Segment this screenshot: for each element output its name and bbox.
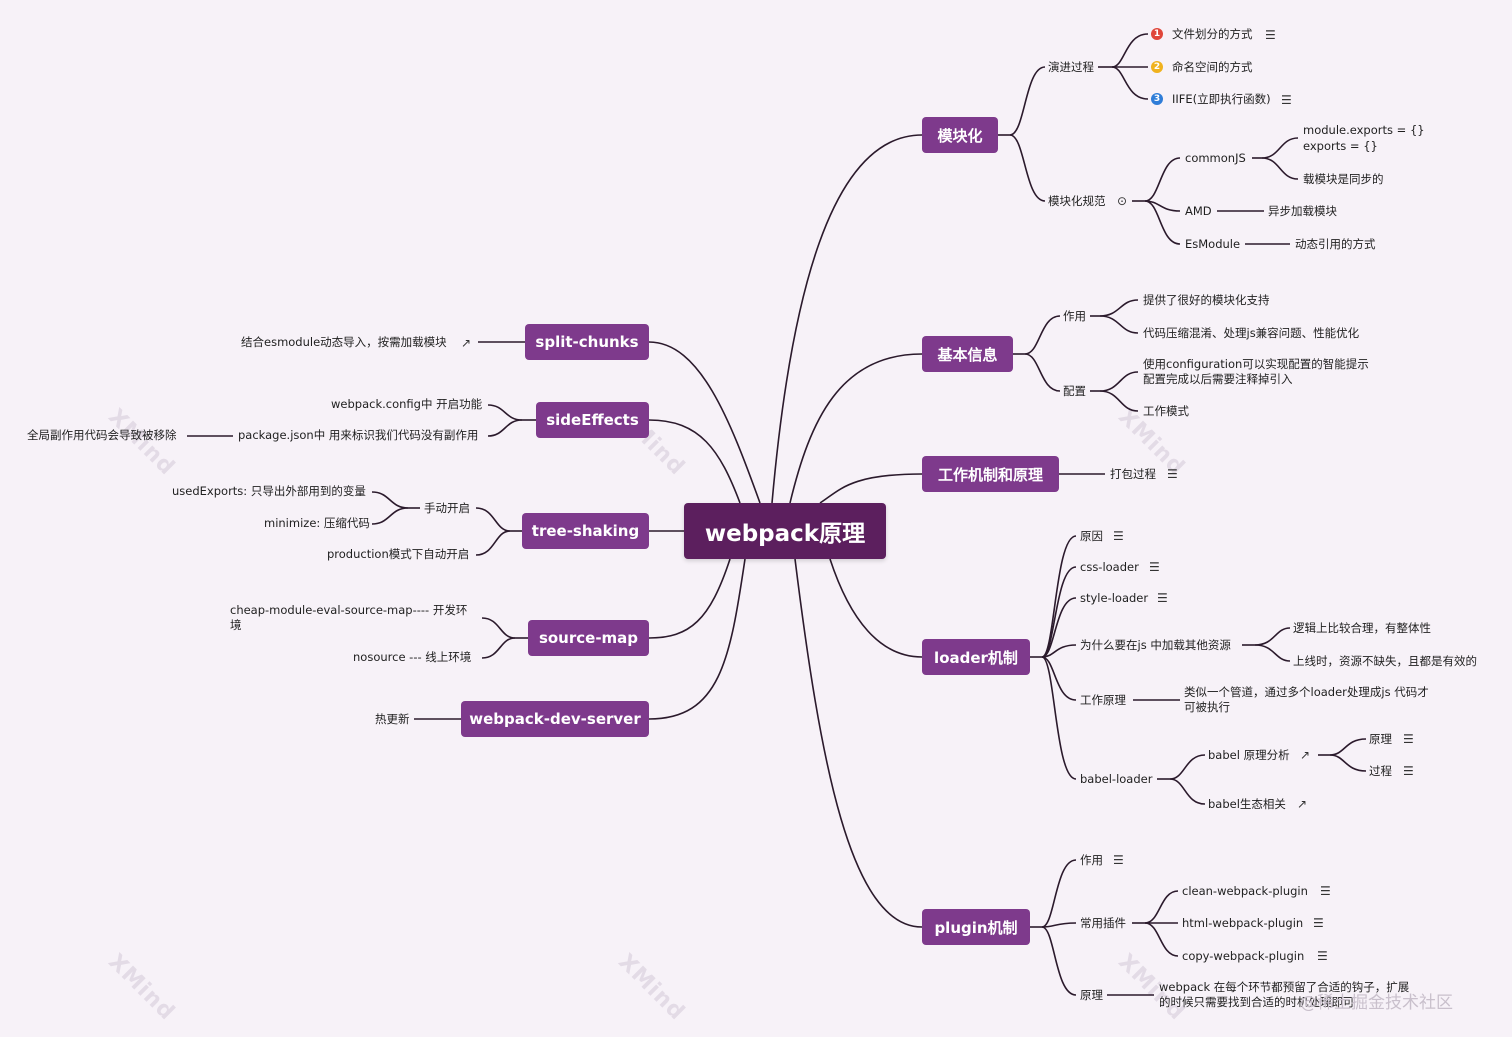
notes-icon[interactable]: ☰	[1403, 764, 1414, 778]
notes-icon[interactable]: ☰	[1113, 529, 1124, 543]
topic-plugin-role[interactable]: 作用	[1080, 853, 1103, 867]
topic-style-loader[interactable]: style-loader	[1080, 591, 1149, 605]
notes-icon[interactable]: ☰	[1313, 916, 1324, 930]
topic-plugin-principle[interactable]: 原理	[1080, 988, 1103, 1002]
topic-hot-reload[interactable]: 热更新	[375, 712, 410, 726]
topic-config-2[interactable]: 工作模式	[1143, 404, 1189, 418]
branch-basic-info[interactable]: 基本信息	[922, 336, 1013, 372]
topic-evolution[interactable]: 演进过程	[1048, 60, 1094, 74]
topic-sourcemap-dev-b[interactable]: 境	[230, 618, 242, 632]
topic-evolution-3[interactable]: IIFE(立即执行函数)	[1172, 92, 1271, 106]
notes-icon[interactable]: ☰	[1149, 560, 1160, 574]
topic-html-plugin[interactable]: html-webpack-plugin	[1182, 916, 1304, 930]
topic-tree-used-exports[interactable]: usedExports: 只导出外部用到的变量	[172, 484, 366, 498]
branch-source-map[interactable]: source-map	[528, 620, 649, 656]
topic-work-1a[interactable]: 类似一个管道，通过多个loader处理成js 代码才	[1184, 685, 1429, 699]
topic-config-1a[interactable]: 使用configuration可以实现配置的智能提示	[1143, 357, 1369, 371]
topic-commonjs[interactable]: commonJS	[1185, 151, 1246, 165]
topic-amd-async[interactable]: 异步加载模块	[1268, 204, 1337, 218]
topic-sourcemap-prod[interactable]: nosource --- 线上环境	[353, 650, 472, 664]
branch-dev-server[interactable]: webpack-dev-server	[461, 701, 649, 737]
footer-credit: @稀土掘金技术社区	[1300, 993, 1453, 1013]
topic-common-plugins[interactable]: 常用插件	[1080, 916, 1126, 930]
topic-tree-manual[interactable]: 手动开启	[424, 501, 470, 515]
topic-babel-loader[interactable]: babel-loader	[1080, 772, 1153, 786]
notes-icon[interactable]: ☰	[1320, 884, 1331, 898]
topic-css-loader[interactable]: css-loader	[1080, 560, 1139, 574]
topic-role-2[interactable]: 代码压缩混淆、处理js兼容问题、性能优化	[1143, 326, 1360, 340]
external-link-icon[interactable]: ↗	[1300, 748, 1311, 762]
topic-config-1b[interactable]: 配置完成以后需要注释掉引入	[1143, 372, 1293, 386]
topic-side-2[interactable]: package.json中 用来标识我们代码没有副作用	[238, 428, 479, 442]
topic-reason[interactable]: 原因	[1080, 529, 1103, 543]
topic-babel-process[interactable]: 过程	[1369, 764, 1392, 778]
topic-why-2[interactable]: 上线时，资源不缺失，且都是有效的	[1293, 654, 1477, 668]
external-link-icon[interactable]: ↗	[1297, 797, 1308, 811]
notes-icon[interactable]: ☰	[1281, 93, 1292, 107]
topic-split-1[interactable]: 结合esmodule动态导入，按需加载模块	[241, 335, 447, 349]
notes-icon[interactable]: ☰	[1403, 732, 1414, 746]
topic-evolution-2[interactable]: 命名空间的方式	[1172, 60, 1253, 74]
notes-icon[interactable]: ☰	[1167, 467, 1178, 481]
branch-loader[interactable]: loader机制	[922, 639, 1030, 675]
topic-esm-dynamic[interactable]: 动态引用的方式	[1295, 237, 1376, 251]
topic-why-1[interactable]: 逻辑上比较合理，有整体性	[1293, 621, 1431, 635]
topic-work-principle[interactable]: 工作原理	[1080, 693, 1126, 707]
topic-cjs-exports-a[interactable]: module.exports = {}	[1303, 123, 1425, 137]
topic-plugin-principle-1a[interactable]: webpack 在每个环节都预留了合适的钩子，扩展	[1159, 980, 1410, 994]
notes-icon[interactable]: ☰	[1113, 853, 1124, 867]
topic-module-spec[interactable]: 模块化规范	[1048, 194, 1106, 208]
topic-tree-minimize[interactable]: minimize: 压缩代码	[264, 516, 370, 530]
root-topic[interactable]: webpack原理	[684, 503, 886, 559]
priority-2-icon: 2	[1151, 61, 1163, 73]
branch-plugin[interactable]: plugin机制	[922, 909, 1030, 945]
topic-pack-process[interactable]: 打包过程	[1110, 467, 1156, 481]
priority-3-icon: 3	[1151, 93, 1163, 105]
topic-work-1b[interactable]: 可被执行	[1184, 700, 1230, 714]
topic-evolution-1[interactable]: 文件划分的方式	[1172, 27, 1253, 41]
topic-sourcemap-dev-a[interactable]: cheap-module-eval-source-map---- 开发环	[230, 603, 468, 617]
topic-config[interactable]: 配置	[1063, 384, 1086, 398]
topic-role[interactable]: 作用	[1063, 309, 1086, 323]
branch-tree-shaking[interactable]: tree-shaking	[522, 513, 649, 549]
topic-plugin-principle-1b[interactable]: 的时候只需要找到合适的时机处理即可	[1159, 995, 1355, 1009]
topic-cjs-sync[interactable]: 载模块是同步的	[1303, 172, 1384, 186]
topic-why[interactable]: 为什么要在js 中加载其他资源	[1080, 638, 1231, 652]
external-link-icon[interactable]: ↗	[461, 336, 472, 350]
topic-clean-plugin[interactable]: clean-webpack-plugin	[1182, 884, 1308, 898]
topic-amd[interactable]: AMD	[1185, 204, 1212, 218]
branch-modular[interactable]: 模块化	[922, 117, 998, 153]
topic-tree-auto[interactable]: production模式下自动开启	[327, 547, 470, 561]
notes-icon[interactable]: ☰	[1157, 591, 1168, 605]
topic-side-3[interactable]: 全局副作用代码会导致被移除	[27, 428, 177, 442]
topic-copy-plugin[interactable]: copy-webpack-plugin	[1182, 949, 1305, 963]
topic-babel-principle[interactable]: 原理	[1369, 732, 1392, 746]
more-icon[interactable]: ⊙	[1117, 194, 1128, 208]
topic-babel-analysis[interactable]: babel 原理分析	[1208, 748, 1290, 762]
topic-cjs-exports-b[interactable]: exports = {}	[1303, 139, 1378, 153]
branch-side-effects[interactable]: sideEffects	[536, 402, 649, 438]
branch-split-chunks[interactable]: split-chunks	[525, 324, 649, 360]
priority-1-icon: 1	[1151, 28, 1163, 40]
notes-icon[interactable]: ☰	[1265, 28, 1276, 42]
topic-babel-ecosystem[interactable]: babel生态相关	[1208, 797, 1286, 811]
topic-side-1[interactable]: webpack.config中 开启功能	[331, 397, 483, 411]
notes-icon[interactable]: ☰	[1317, 949, 1328, 963]
topic-role-1[interactable]: 提供了很好的模块化支持	[1143, 293, 1270, 307]
topic-esmodule[interactable]: EsModule	[1185, 237, 1241, 251]
branch-mechanism[interactable]: 工作机制和原理	[922, 456, 1059, 492]
